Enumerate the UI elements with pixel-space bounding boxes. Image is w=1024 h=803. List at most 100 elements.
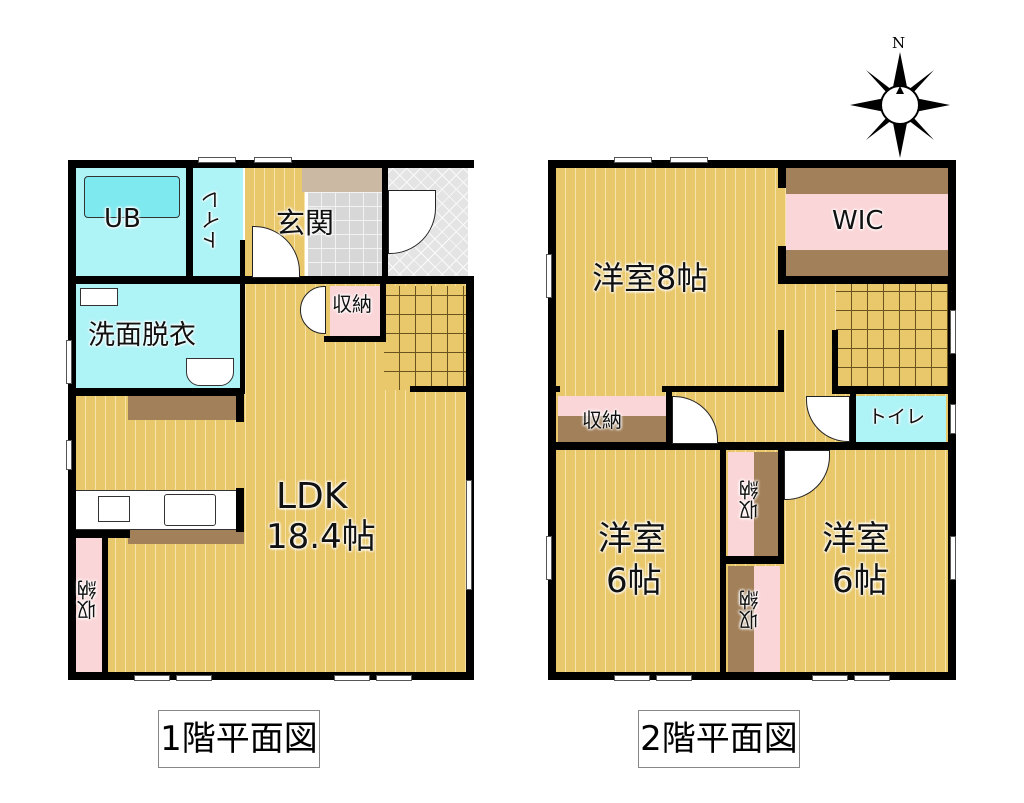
washing-machine-space: [80, 288, 118, 306]
wall: [778, 246, 786, 282]
room-label-storage-hall-1f: 収納: [332, 292, 372, 316]
room-label-toilet-2f: トイレ: [868, 406, 926, 428]
wall: [720, 556, 784, 564]
storage-hall-2f-shelf: [558, 416, 666, 442]
room-label-western-6b-size: 6帖: [832, 561, 888, 601]
storage-ldk: [76, 538, 102, 672]
wall: [720, 450, 726, 680]
window: [176, 675, 212, 681]
wall: [410, 386, 470, 392]
room-label-storage-mid-top: 収納: [738, 480, 762, 520]
room-label-western-6b: 洋室: [822, 519, 890, 559]
room-label-western-6a: 洋室: [598, 519, 666, 559]
wic-room: [786, 194, 948, 250]
wall: [240, 240, 245, 280]
wall: [778, 450, 784, 562]
window: [198, 157, 236, 163]
wall: [68, 160, 76, 680]
window: [466, 480, 472, 590]
wall: [778, 276, 948, 284]
window: [614, 675, 650, 681]
wall: [850, 392, 856, 444]
window: [854, 675, 890, 681]
wall: [68, 276, 474, 284]
genkan-tile: [308, 192, 382, 276]
window: [950, 310, 956, 354]
room-label-ldk: LDK: [276, 476, 348, 517]
room-label-storage-hall-2f: 収納: [582, 408, 622, 432]
wall: [662, 386, 784, 392]
wall: [466, 276, 474, 680]
compass-rose-icon: [850, 52, 950, 158]
room-label-storage-mid-bottom: 収納: [738, 590, 762, 630]
wall: [186, 168, 193, 278]
stairs-1f: [384, 286, 466, 390]
floor-2-caption: 2階平面図: [638, 710, 800, 768]
wall: [548, 160, 556, 680]
wall: [236, 396, 244, 422]
sink-icon: [164, 494, 216, 526]
stove-icon: [98, 496, 130, 522]
room-label-western-6a-size: 6帖: [606, 561, 662, 601]
window: [334, 675, 370, 681]
kitchen-back-shelf: [128, 396, 240, 420]
storage-mid-bottom: [754, 566, 780, 672]
room-label-storage-ldk: 収納: [76, 580, 100, 620]
wic-shelf-bottom: [786, 250, 948, 276]
wall: [68, 530, 130, 538]
window: [134, 675, 170, 681]
room-label-toilet-1f: トイレ: [200, 190, 224, 250]
wall: [832, 386, 948, 394]
wall: [778, 168, 786, 188]
wall: [240, 284, 245, 394]
window: [376, 675, 412, 681]
room-label-ldk-size: 18.4帖: [266, 517, 376, 557]
window: [950, 536, 956, 580]
window: [546, 254, 552, 298]
genkan-step: [302, 168, 382, 192]
window: [546, 536, 552, 580]
wall: [382, 168, 388, 278]
window: [614, 157, 652, 163]
floor-1-caption: 1階平面図: [158, 710, 320, 768]
compass: N: [848, 30, 952, 160]
wall: [68, 160, 474, 168]
wall: [548, 442, 956, 450]
wall: [548, 672, 956, 680]
wall: [68, 388, 244, 396]
north-label: N: [892, 34, 906, 52]
window: [656, 675, 692, 681]
wall: [548, 386, 560, 392]
stairs-2f: [836, 284, 948, 386]
wic-shelf-top: [786, 168, 948, 194]
wall: [832, 330, 838, 390]
wall: [548, 160, 956, 168]
window: [66, 440, 72, 470]
window: [812, 675, 848, 681]
wall: [324, 336, 386, 342]
toilet-room-1f: [193, 168, 243, 276]
bathtub: [84, 176, 180, 218]
wall: [380, 284, 386, 342]
storage-mid-top-shelf: [754, 452, 778, 556]
window: [66, 340, 72, 384]
wall: [102, 538, 108, 672]
toilet-room-2f: [854, 396, 946, 442]
room-label-western-8: 洋室8帖: [592, 259, 709, 297]
room-label-wic: WIC: [832, 206, 884, 236]
room-label-ub: UB: [104, 204, 141, 234]
storage-hall-1f: [330, 286, 380, 336]
storage-mid-top: [728, 452, 754, 556]
wash-basin: [186, 358, 234, 386]
wall: [778, 330, 784, 392]
wall: [68, 672, 474, 680]
wall: [236, 488, 244, 532]
window: [254, 157, 292, 163]
storage-hall-2f-top: [558, 396, 666, 416]
room-label-genkan: 玄関: [276, 206, 335, 240]
window: [950, 404, 956, 434]
wall: [666, 392, 672, 446]
kitchen-bar: [128, 530, 244, 544]
room-label-senmen: 洗面脱衣: [88, 320, 196, 351]
window: [670, 157, 708, 163]
